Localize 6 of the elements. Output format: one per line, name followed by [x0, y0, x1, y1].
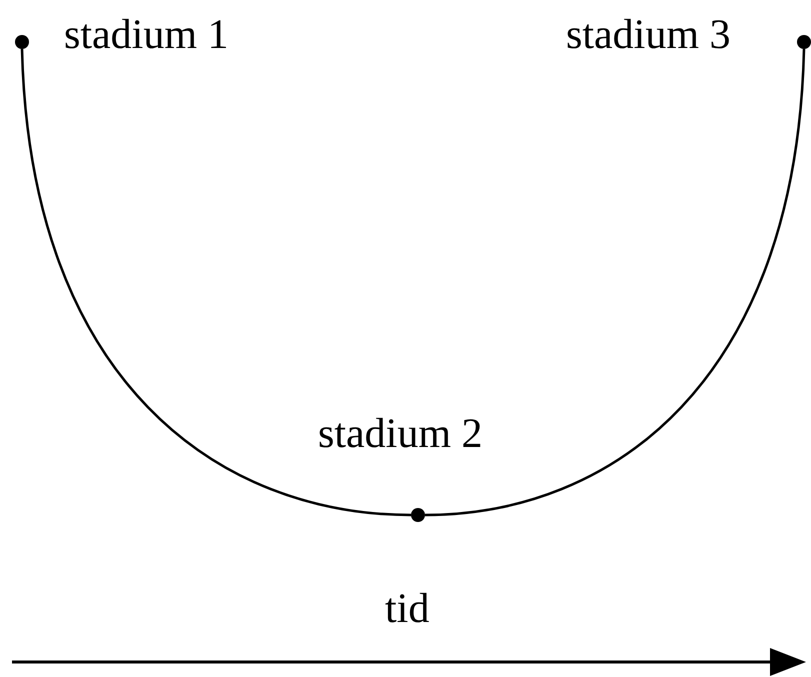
stage-label: stadium 1 — [64, 14, 228, 56]
stage-label: stadium 3 — [566, 14, 730, 56]
curve-line — [424, 48, 806, 516]
stage-label: stadium 2 — [318, 413, 482, 455]
curve-line — [20, 48, 412, 516]
axis-label: tid — [385, 588, 430, 630]
